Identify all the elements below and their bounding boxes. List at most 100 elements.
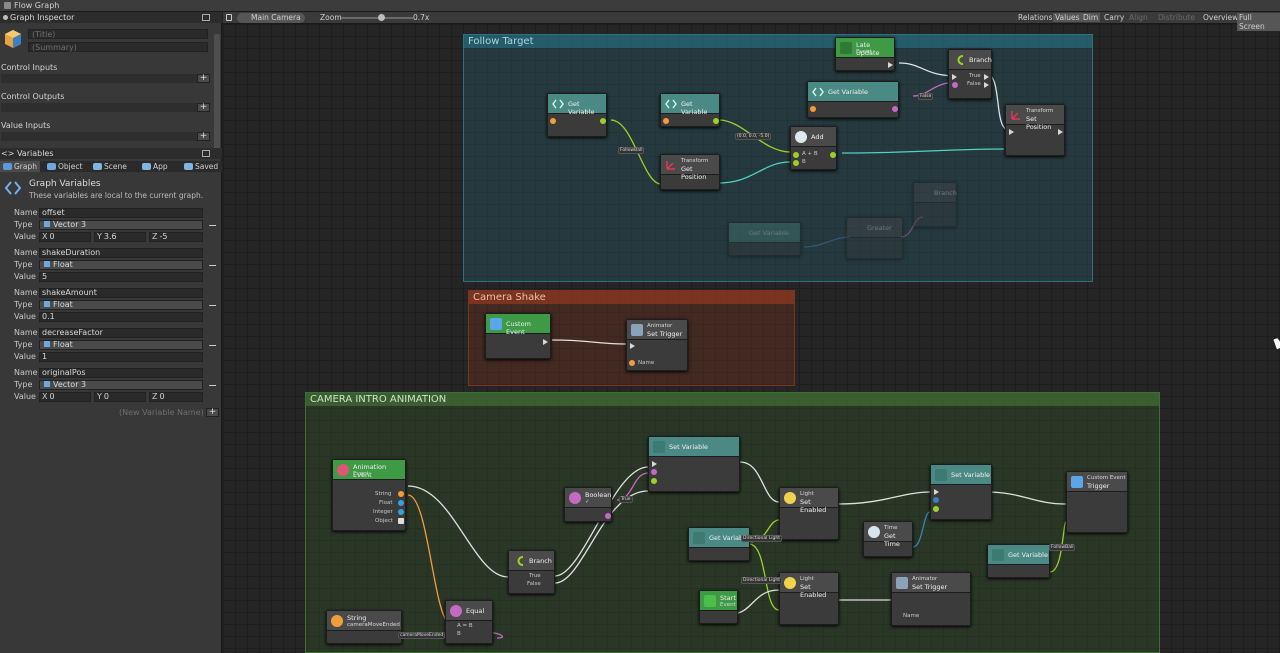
zoom-slider-thumb[interactable]: [377, 14, 385, 21]
add-value-input-button[interactable]: +: [197, 132, 210, 141]
node-set-trigger-1[interactable]: Animator Set Trigger Name: [626, 319, 688, 371]
node-set-trigger-2[interactable]: Animator Set Trigger Name: [891, 572, 971, 626]
true-output-port[interactable]: [984, 74, 989, 80]
node-boolean[interactable]: Boolean ✓: [564, 487, 612, 522]
inspector-scrollbar[interactable]: [214, 34, 220, 154]
node-animation-event[interactable]: Animation Event Event String Float Integ…: [332, 459, 406, 531]
variable-type-dropdown[interactable]: Float: [39, 340, 203, 350]
variable-type-dropdown[interactable]: Vector 3: [39, 220, 203, 230]
zoom-slider[interactable]: [341, 14, 413, 21]
variable-value-field[interactable]: 0.1: [39, 312, 203, 322]
remove-variable-button[interactable]: −: [208, 219, 218, 232]
group-camera-intro-header[interactable]: [306, 393, 1159, 406]
node-get-time[interactable]: Time Get Time: [863, 521, 913, 557]
value-output-port[interactable]: [605, 513, 611, 519]
remove-variable-button[interactable]: −: [208, 299, 218, 312]
carry-button[interactable]: Carry: [1104, 13, 1125, 22]
integer-output-port[interactable]: [398, 509, 404, 515]
graph-summary-field[interactable]: (Summary): [28, 42, 208, 52]
node-equal[interactable]: Equal A = B B: [445, 600, 493, 644]
trigger-name-port[interactable]: [629, 360, 635, 366]
values-button[interactable]: Values: [1053, 13, 1082, 22]
name-input-port[interactable]: [933, 506, 939, 512]
add-control-output-button[interactable]: +: [197, 103, 210, 112]
node-set-variable-1[interactable]: Set Variable: [648, 436, 740, 492]
node-light-set-enabled-1[interactable]: Light Set Enabled: [779, 487, 839, 540]
object-output-port[interactable]: [398, 518, 404, 524]
condition-port[interactable]: [952, 82, 958, 88]
relations-button[interactable]: Relations: [1018, 13, 1053, 22]
remove-variable-button[interactable]: −: [208, 339, 218, 352]
node-set-variable-2[interactable]: Set Variable: [930, 464, 992, 520]
control-input-port[interactable]: [652, 461, 657, 467]
add-variable-button[interactable]: +: [206, 408, 219, 417]
node-branch-2[interactable]: Branch True False: [508, 550, 555, 594]
graph-canvas[interactable]: Follow Target Camera Shake CAMERA INTRO …: [223, 12, 1280, 653]
node-branch-1[interactable]: Branch True False: [948, 49, 992, 99]
variable-type-dropdown[interactable]: Float: [39, 300, 203, 310]
variables-menu-icon[interactable]: [202, 150, 210, 157]
group-camera-shake-header[interactable]: [469, 291, 794, 304]
remove-variable-button[interactable]: −: [208, 379, 218, 392]
result-output-port[interactable]: [830, 152, 836, 158]
node-get-variable-faded[interactable]: Get Variable: [728, 222, 801, 256]
false-output-port[interactable]: [984, 82, 989, 88]
name-input-port[interactable]: [651, 478, 657, 484]
variable-value-field[interactable]: 5: [39, 272, 203, 282]
add-control-input-button[interactable]: +: [197, 74, 210, 83]
variable-name-field[interactable]: shakeAmount: [39, 288, 203, 298]
align-button[interactable]: Align: [1129, 13, 1148, 22]
value-output-port[interactable]: [713, 118, 719, 124]
target-object-pill[interactable]: Main Camera: [237, 13, 305, 23]
node-light-set-enabled-2[interactable]: Light Set Enabled: [779, 572, 839, 625]
control-input-port[interactable]: [952, 74, 957, 80]
variable-name-field[interactable]: decreaseFactor: [39, 328, 203, 338]
node-start[interactable]: Start Event: [699, 590, 738, 624]
tab-saved[interactable]: Saved: [181, 161, 221, 172]
remove-variable-button[interactable]: −: [208, 259, 218, 272]
tab-scene[interactable]: Scene: [90, 161, 132, 172]
node-string[interactable]: String cameraMoveEnded: [326, 610, 402, 644]
panel-menu-icon[interactable]: [202, 14, 210, 21]
graph-title-field[interactable]: (Title): [28, 29, 208, 39]
control-input-port[interactable]: [630, 343, 635, 349]
name-port[interactable]: [550, 118, 556, 124]
tab-app[interactable]: App: [139, 161, 175, 172]
node-custom-event-trigger[interactable]: Custom Event Trigger: [1066, 471, 1128, 533]
lock-icon[interactable]: [226, 14, 232, 21]
input-a-port[interactable]: [793, 152, 799, 158]
variable-value-field[interactable]: 1: [39, 352, 203, 362]
tab-graph[interactable]: Graph: [0, 161, 40, 172]
string-output-port[interactable]: [398, 491, 404, 497]
node-get-variable-3[interactable]: Get Variable: [807, 81, 899, 118]
dim-button[interactable]: Dim: [1081, 13, 1101, 22]
node-get-variable-4[interactable]: Get Variable: [688, 527, 750, 561]
value-output-port[interactable]: [600, 118, 606, 124]
variable-type-dropdown[interactable]: Float: [39, 260, 203, 270]
overview-button[interactable]: Overview: [1203, 13, 1239, 22]
new-variable-name-field[interactable]: (New Variable Name): [119, 408, 204, 417]
group-follow-target-header[interactable]: [464, 35, 1092, 48]
node-get-variable-1[interactable]: Get Variable: [547, 93, 607, 137]
distribute-button[interactable]: Distribute: [1158, 13, 1195, 22]
control-output-port[interactable]: [543, 339, 548, 345]
node-late-update[interactable]: Late Update Event: [835, 37, 895, 71]
float-output-port[interactable]: [398, 500, 404, 506]
tab-object[interactable]: Object: [44, 161, 86, 172]
value-input-port[interactable]: [651, 469, 657, 475]
value-input-port[interactable]: [933, 497, 939, 503]
node-greater-faded[interactable]: Greater: [846, 217, 903, 259]
node-branch-faded[interactable]: Branch: [913, 182, 957, 227]
node-get-variable-5[interactable]: Get Variable: [987, 544, 1050, 578]
value-output-port[interactable]: [892, 106, 898, 112]
node-get-variable-2[interactable]: Get Variable: [660, 93, 720, 127]
full-screen-button[interactable]: Full Screen: [1237, 13, 1280, 31]
variable-name-field[interactable]: originalPos: [39, 368, 203, 378]
control-output-port[interactable]: [1058, 129, 1063, 135]
node-set-position[interactable]: Transform Set Position: [1005, 104, 1065, 156]
